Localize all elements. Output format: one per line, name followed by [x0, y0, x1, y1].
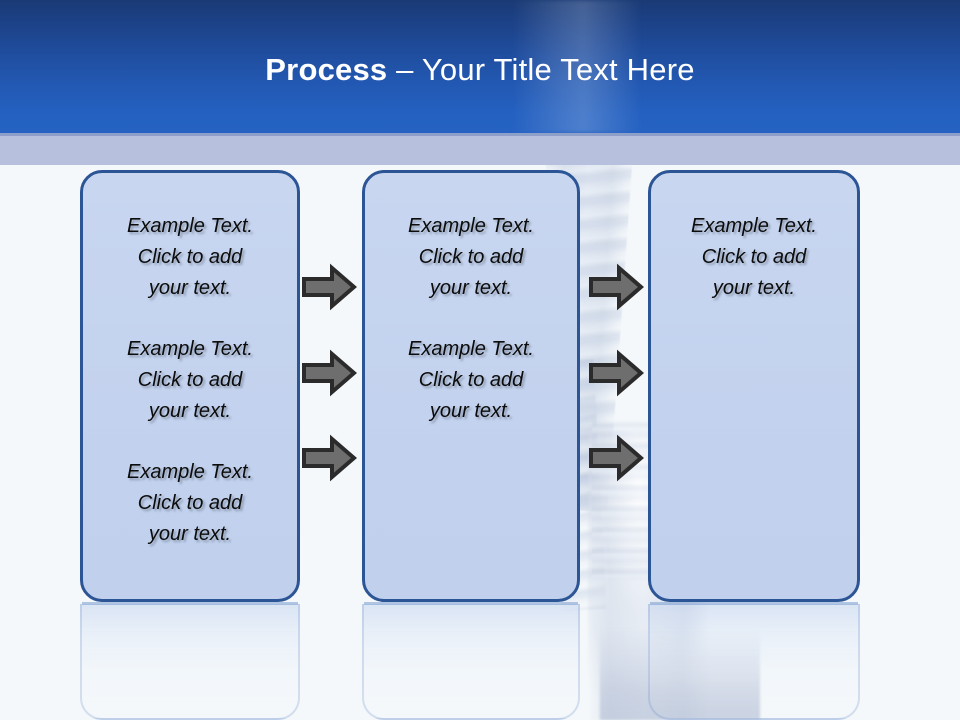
process-text-2-1[interactable]: Example Text. Click to add your text.	[408, 215, 534, 299]
arrow-right-icon[interactable]	[301, 434, 357, 482]
title-rest-part: Your Title Text Here	[421, 52, 695, 87]
box-reflection-2	[362, 604, 580, 720]
process-box-3[interactable]: Example Text. Click to add your text.	[648, 170, 860, 602]
process-text-3-1[interactable]: Example Text. Click to add your text.	[691, 215, 817, 299]
arrow-right-icon[interactable]	[588, 434, 644, 482]
arrow-right-icon[interactable]	[301, 349, 357, 397]
box-reflection-3	[648, 604, 860, 720]
arrow-right-icon[interactable]	[588, 263, 644, 311]
process-box-3-content: Example Text. Click to add your text.	[651, 173, 857, 304]
process-text-1-3[interactable]: Example Text. Click to add your text.	[127, 461, 253, 545]
process-text-1-2[interactable]: Example Text. Click to add your text.	[127, 338, 253, 422]
process-box-2-content: Example Text. Click to add your text. Ex…	[365, 173, 577, 427]
page-title: Process – Your Title Text Here	[0, 52, 960, 88]
arrow-right-icon[interactable]	[301, 263, 357, 311]
process-box-1-content: Example Text. Click to add your text. Ex…	[83, 173, 297, 550]
slide-header	[0, 0, 960, 133]
title-dash: –	[387, 52, 422, 87]
header-divider-rule	[0, 133, 960, 136]
box-reflection-1	[80, 604, 300, 720]
title-strong-part: Process	[265, 52, 388, 87]
arrow-right-icon[interactable]	[588, 349, 644, 397]
header-sheen	[512, 0, 642, 133]
process-text-2-2[interactable]: Example Text. Click to add your text.	[408, 338, 534, 422]
reflection-edge-1	[82, 602, 298, 605]
process-text-1-1[interactable]: Example Text. Click to add your text.	[127, 215, 253, 299]
reflection-edge-2	[364, 602, 578, 605]
trophy-base-graphic	[600, 628, 760, 720]
reflection-edge-3	[650, 602, 858, 605]
header-accent-band	[0, 136, 960, 165]
process-box-1[interactable]: Example Text. Click to add your text. Ex…	[80, 170, 300, 602]
process-box-2[interactable]: Example Text. Click to add your text. Ex…	[362, 170, 580, 602]
